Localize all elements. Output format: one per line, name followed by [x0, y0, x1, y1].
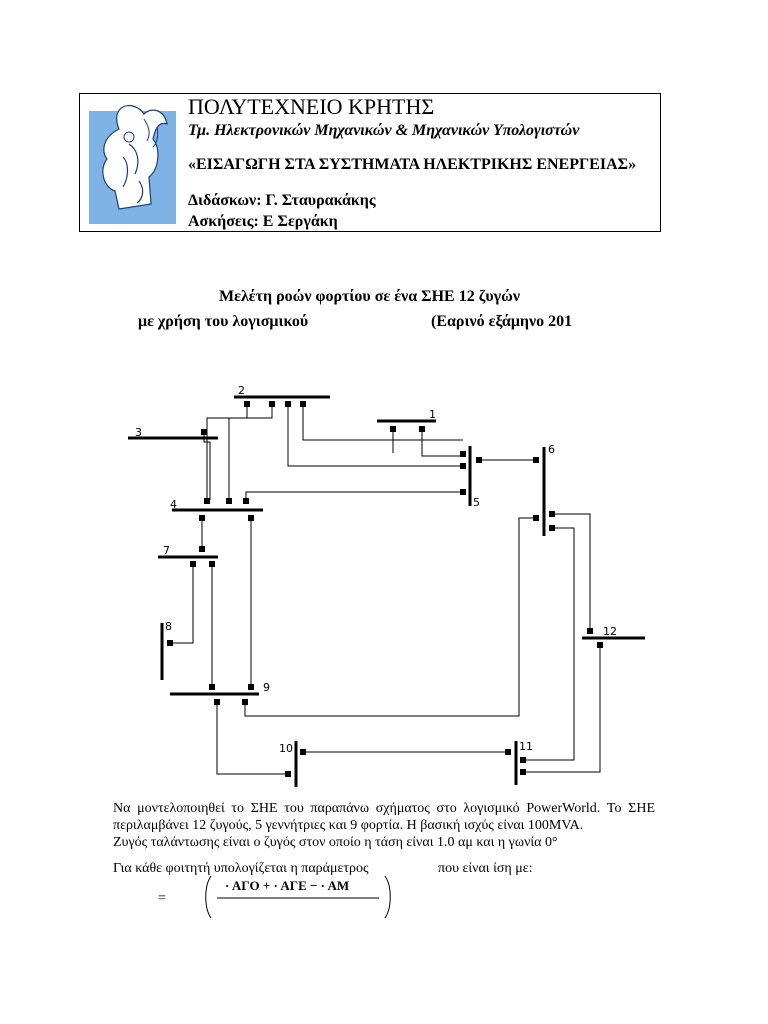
exercise-subtitle-right: (Εαρινό εξάμηνο 201	[431, 313, 573, 330]
bus-label-9: 9	[263, 681, 270, 694]
breaker	[285, 401, 291, 407]
line-1-5b	[421, 429, 463, 457]
paragraph-slack-bus: Ζυγός ταλάντωσης είναι ο ζυγός στον οποί…	[113, 835, 558, 850]
formula-numerator: · ΑΓΟ + · ΑΓΕ − · ΑΜ	[225, 878, 350, 893]
bus-label-1: 1	[429, 408, 436, 421]
breaker	[460, 489, 466, 495]
breaker	[549, 525, 555, 531]
breaker	[242, 699, 248, 705]
breaker	[199, 515, 205, 521]
breaker	[248, 515, 254, 521]
bus-label-3: 3	[135, 426, 142, 439]
line-2-5	[287, 404, 463, 467]
breaker	[520, 769, 526, 775]
exercise-title: Μελέτη ροών φορτίου σε ένα ΣΗΕ 12 ζυγών	[219, 288, 520, 305]
paragraph-parameter-left: Για κάθε φοιτητή υπολογίζεται η παράμετρ…	[113, 861, 369, 876]
breaker	[520, 757, 526, 763]
power-system-diagram: 1 2 3 4 5 6 7 8 9 10 11 12	[128, 384, 645, 787]
breaker	[597, 642, 603, 648]
paragraph-system-description: Να μοντελοποιηθεί το ΣΗΕ του παραπάνω σχ…	[113, 801, 655, 833]
header-box: ΠΟΛΥΤΕΧΝΕΙΟ ΚΡΗΤΗΣ Τμ. Ηλεκτρονικών Μηχα…	[79, 93, 661, 232]
breaker	[209, 561, 215, 567]
formula-brackets	[205, 875, 391, 919]
exercise-subtitle-left: με χρήση του λογισμικού	[138, 313, 309, 330]
breaker	[167, 640, 173, 646]
breaker	[209, 684, 215, 690]
breaker	[285, 771, 291, 777]
line-7-8	[170, 566, 194, 644]
paragraph-parameter-right: που είναι ίση με:	[438, 861, 533, 876]
parameter-formula: · ΑΓΟ + · ΑΓΕ − · ΑΜ	[203, 874, 393, 920]
line-6-11	[524, 527, 575, 761]
university-name: ΠΟΛΥΤΕΧΝΕΙΟ ΚΡΗΤΗΣ	[188, 94, 435, 119]
breaker	[505, 749, 511, 755]
breaker	[460, 451, 466, 457]
bus-label-12: 12	[603, 625, 617, 638]
breaker	[390, 426, 396, 432]
line-12-11	[524, 645, 601, 773]
line-2-6	[302, 404, 463, 441]
breaker	[533, 515, 539, 521]
course-title: «ΕΙΣΑΓΩΓΗ ΣΤΑ ΣΥΣΤΗΜΑΤΑ ΗΛΕΚΤΡΙΚΗΣ ΕΝΕΡΓ…	[188, 156, 637, 173]
bus-label-10: 10	[279, 742, 293, 755]
line-4-5	[245, 491, 463, 500]
breaker	[226, 498, 232, 504]
breaker	[204, 498, 210, 504]
breaker	[549, 511, 555, 517]
breaker	[190, 561, 196, 567]
breaker	[300, 401, 306, 407]
breaker	[244, 401, 250, 407]
breakers	[167, 401, 603, 777]
bus-label-6: 6	[548, 443, 555, 456]
equals-sign: =	[158, 891, 166, 906]
department-name: Τμ. Ηλεκτρονικών Μηχανικών & Μηχανικών Υ…	[188, 122, 580, 139]
line-2-4	[206, 404, 248, 500]
bus-label-11: 11	[519, 740, 533, 753]
breaker	[587, 628, 593, 634]
bus-labels: 1 2 3 4 5 6 7 8 9 10 11 12	[135, 384, 617, 755]
breaker	[248, 684, 254, 690]
breaker	[300, 749, 306, 755]
bus-label-4: 4	[170, 498, 177, 511]
line-9-10	[216, 705, 288, 775]
breaker	[243, 498, 249, 504]
bus-label-8: 8	[165, 620, 172, 633]
breaker	[476, 457, 482, 463]
university-logo	[89, 105, 176, 224]
teacher-name: Διδάσκων: Γ. Σταυρακάκης	[188, 192, 376, 209]
bus-label-5: 5	[473, 496, 480, 509]
exercises-name: Ασκήσεις: Ε Σεργάκη	[188, 213, 338, 230]
bus-label-2: 2	[238, 384, 245, 397]
breaker	[419, 426, 425, 432]
line-2-4b	[228, 404, 273, 500]
breaker	[201, 429, 207, 435]
breaker	[533, 457, 539, 463]
line-6-12	[552, 513, 591, 630]
breaker	[460, 463, 466, 469]
transmission-lines	[170, 404, 601, 775]
line-9-6	[244, 517, 537, 717]
breaker	[269, 401, 275, 407]
breaker	[214, 699, 220, 705]
bus-label-7: 7	[163, 544, 170, 557]
bus-bars	[128, 395, 645, 787]
breaker	[199, 546, 205, 552]
